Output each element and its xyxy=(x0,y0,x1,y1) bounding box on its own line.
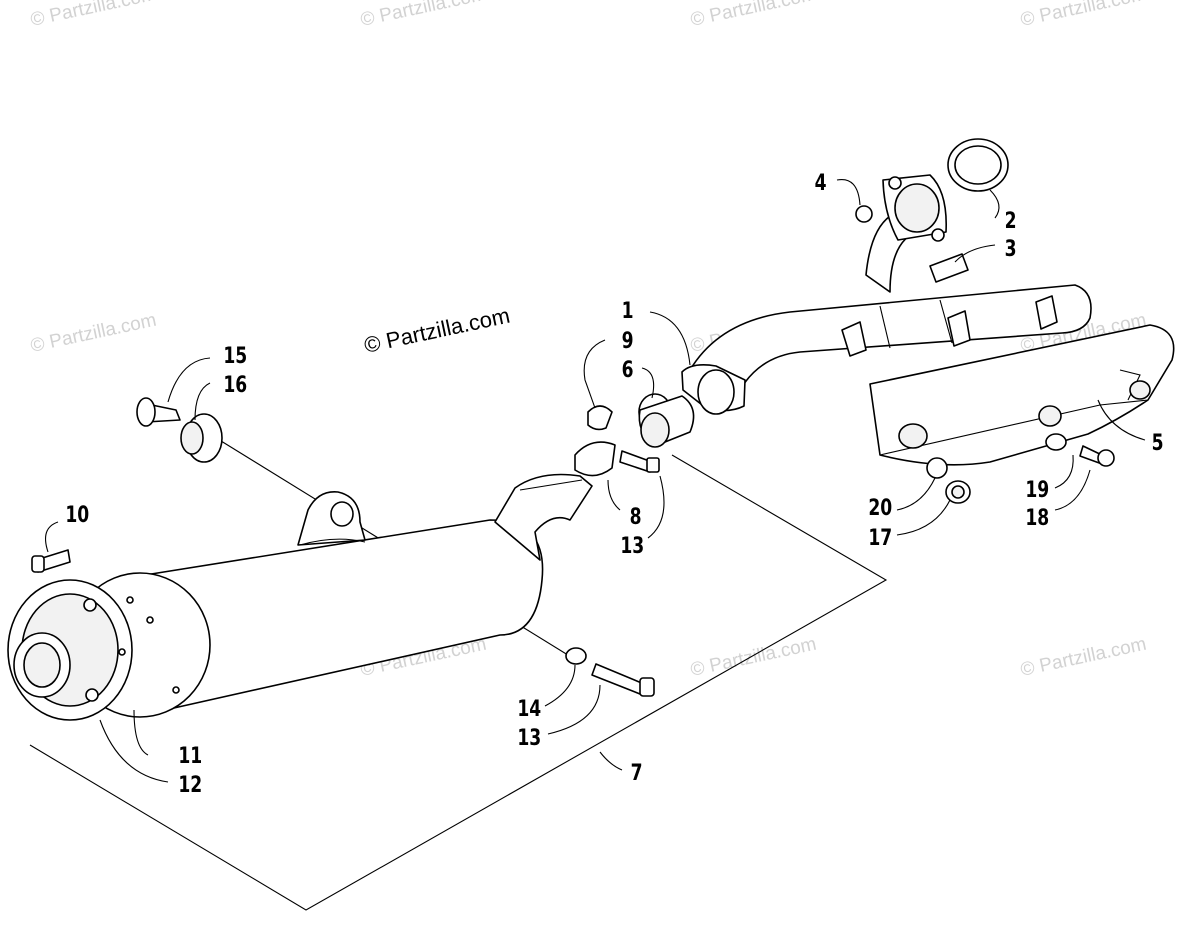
heat-shield xyxy=(869,324,1175,466)
callout-1: 1 xyxy=(622,298,634,324)
callout-11: 11 xyxy=(178,743,202,769)
header-pipe xyxy=(681,138,1092,415)
callout-6: 6 xyxy=(622,357,634,383)
callout-13a: 13 xyxy=(620,533,644,559)
callout-20: 20 xyxy=(868,495,892,521)
callout-18: 18 xyxy=(1025,505,1049,531)
muffler xyxy=(7,473,593,721)
leader-lines xyxy=(45,178,1146,783)
callout-10: 10 xyxy=(65,502,89,528)
callout-12: 12 xyxy=(178,772,202,798)
watermark: © Partzilla.com xyxy=(29,0,159,31)
watermark: © Partzilla.com xyxy=(29,310,159,357)
callout-5: 5 xyxy=(1152,430,1164,456)
gaskets xyxy=(574,393,695,477)
watermark: © Partzilla.com xyxy=(1019,0,1149,31)
callout-16: 16 xyxy=(223,372,247,398)
callout-labels: 1 2 3 4 5 6 7 8 9 10 11 12 13 13 14 15 1… xyxy=(65,170,1163,798)
callout-15: 15 xyxy=(223,343,247,369)
watermark: © Partzilla.com xyxy=(1019,634,1149,681)
callout-14: 14 xyxy=(517,696,541,722)
callout-3: 3 xyxy=(1005,236,1017,262)
watermark: © Partzilla.com xyxy=(689,634,819,681)
callout-13b: 13 xyxy=(517,725,541,751)
callout-19: 19 xyxy=(1025,477,1049,503)
copyright-label: © Partzilla.com xyxy=(362,303,512,358)
fasteners xyxy=(31,397,1115,697)
watermark: © Partzilla.com xyxy=(359,0,489,31)
callout-7: 7 xyxy=(631,760,643,786)
callout-17: 17 xyxy=(868,525,892,551)
callout-2: 2 xyxy=(1005,208,1017,234)
callout-9: 9 xyxy=(622,328,634,354)
assembly-bracket-7 xyxy=(29,454,888,911)
callout-4: 4 xyxy=(815,170,827,196)
watermark: © Partzilla.com xyxy=(689,0,819,31)
callout-8: 8 xyxy=(630,504,642,530)
